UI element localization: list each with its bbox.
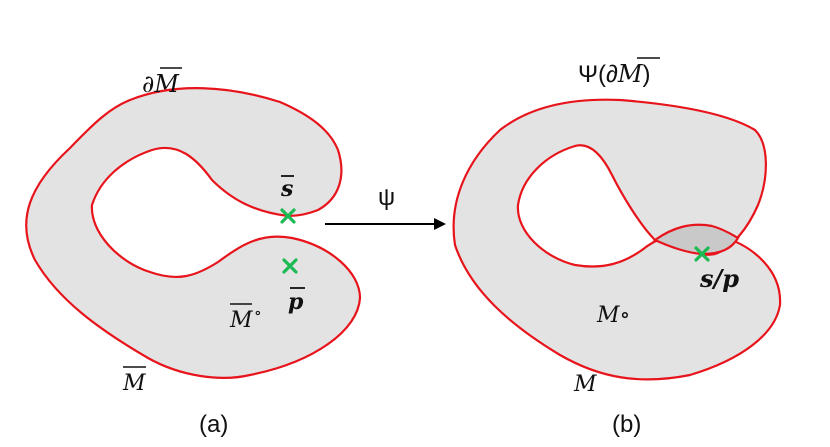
merged-point-label: s/p	[699, 264, 739, 293]
boundary-label-a: ∂M	[142, 70, 180, 98]
interior-label-a: M	[229, 308, 253, 333]
point-s-label: s	[280, 176, 293, 202]
panel-a: ∂M s p M ∘ M (a)	[25, 67, 362, 438]
point-p-marker	[282, 258, 298, 274]
merged-point-marker	[694, 246, 710, 262]
overlap-region	[652, 223, 740, 256]
closure-label-a: M	[122, 371, 146, 396]
point-s-marker	[280, 208, 296, 224]
interior-label-a-sup: ∘	[254, 303, 262, 322]
manifold-label-b: M	[573, 372, 597, 397]
point-p-label: p	[288, 289, 304, 315]
boundary-label-b: Ψ(∂M)	[578, 60, 650, 88]
interior-label-b: M∘	[596, 303, 630, 328]
caption-a: (a)	[199, 411, 228, 438]
caption-b: (b)	[612, 411, 641, 438]
panel-b: Ψ(∂M) s/p M∘ M (b)	[452, 57, 782, 438]
manifold-b-shape	[452, 98, 782, 381]
map-arrow: ψ	[325, 184, 446, 230]
map-label: ψ	[378, 184, 395, 211]
manifold-a-shape	[25, 87, 362, 379]
